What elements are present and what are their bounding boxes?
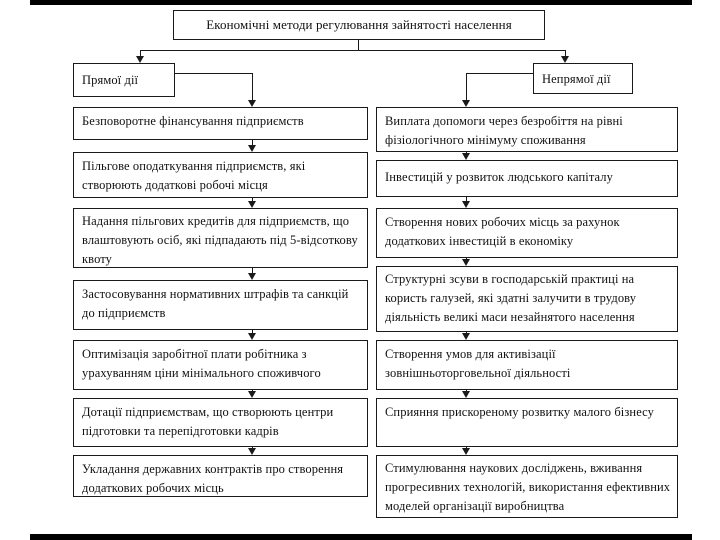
indirect-arrow-4-5 <box>462 332 470 340</box>
indirect-item-6: Сприяння прискореному розвитку малого бі… <box>376 398 678 447</box>
diagram-title: Економічні методи регулювання зайнятості… <box>206 17 512 33</box>
direct-item-1: Безповоротне фінансування підприємств <box>73 107 368 140</box>
indirect-item-2: Інвестицій у розвиток людського капіталу <box>376 160 678 197</box>
direct-arrow-6-7 <box>248 447 256 455</box>
connector-indirect-v-arrow <box>462 73 470 107</box>
direct-item-5: Оптимізація заробітної плати робітника з… <box>73 340 368 390</box>
connector-arrow-direct <box>136 50 144 63</box>
direct-arrow-3-4 <box>248 268 256 280</box>
branch-head-indirect: Непрямої дії <box>533 63 633 94</box>
slide-border-bottom <box>30 534 692 540</box>
indirect-item-4: Структурні зсуви в господарській практиц… <box>376 266 678 332</box>
direct-arrow-4-5 <box>248 330 256 340</box>
connector-arrow-indirect <box>561 50 569 63</box>
branch-head-direct: Прямої дії <box>73 63 175 97</box>
connector-direct-v-arrow <box>248 73 256 107</box>
direct-item-2: Пільгове оподаткування підприємств, які … <box>73 152 368 198</box>
direct-item-3: Надання пільгових кредитів для підприємс… <box>73 208 368 268</box>
indirect-item-5: Створення умов для активізації зовнішньо… <box>376 340 678 390</box>
indirect-arrow-1-2 <box>462 152 470 160</box>
indirect-arrow-3-4 <box>462 258 470 266</box>
indirect-arrow-2-3 <box>462 197 470 208</box>
indirect-item-3: Створення нових робочих місць за рахунок… <box>376 208 678 258</box>
indirect-arrow-5-6 <box>462 390 470 398</box>
direct-arrow-2-3 <box>248 198 256 208</box>
direct-item-4: Застосовування нормативних штрафів та са… <box>73 280 368 330</box>
indirect-item-7: Стимулювання наукових досліджень, вживан… <box>376 455 678 518</box>
indirect-arrow-6-7 <box>462 447 470 455</box>
direct-item-6: Дотації підприємствам, що створюють цент… <box>73 398 368 447</box>
connector-indirect-h <box>466 73 533 74</box>
connector-direct-h <box>175 73 252 74</box>
connector-title-stem <box>358 40 359 50</box>
slide-border-top <box>30 0 692 5</box>
diagram-title-box: Економічні методи регулювання зайнятості… <box>173 10 545 40</box>
direct-arrow-1-2 <box>248 140 256 152</box>
direct-arrow-5-6 <box>248 390 256 398</box>
indirect-item-1: Виплата допомоги через безробіття на рів… <box>376 107 678 152</box>
direct-item-7: Укладання державних контрактів про створ… <box>73 455 368 497</box>
connector-title-spread <box>140 50 566 51</box>
